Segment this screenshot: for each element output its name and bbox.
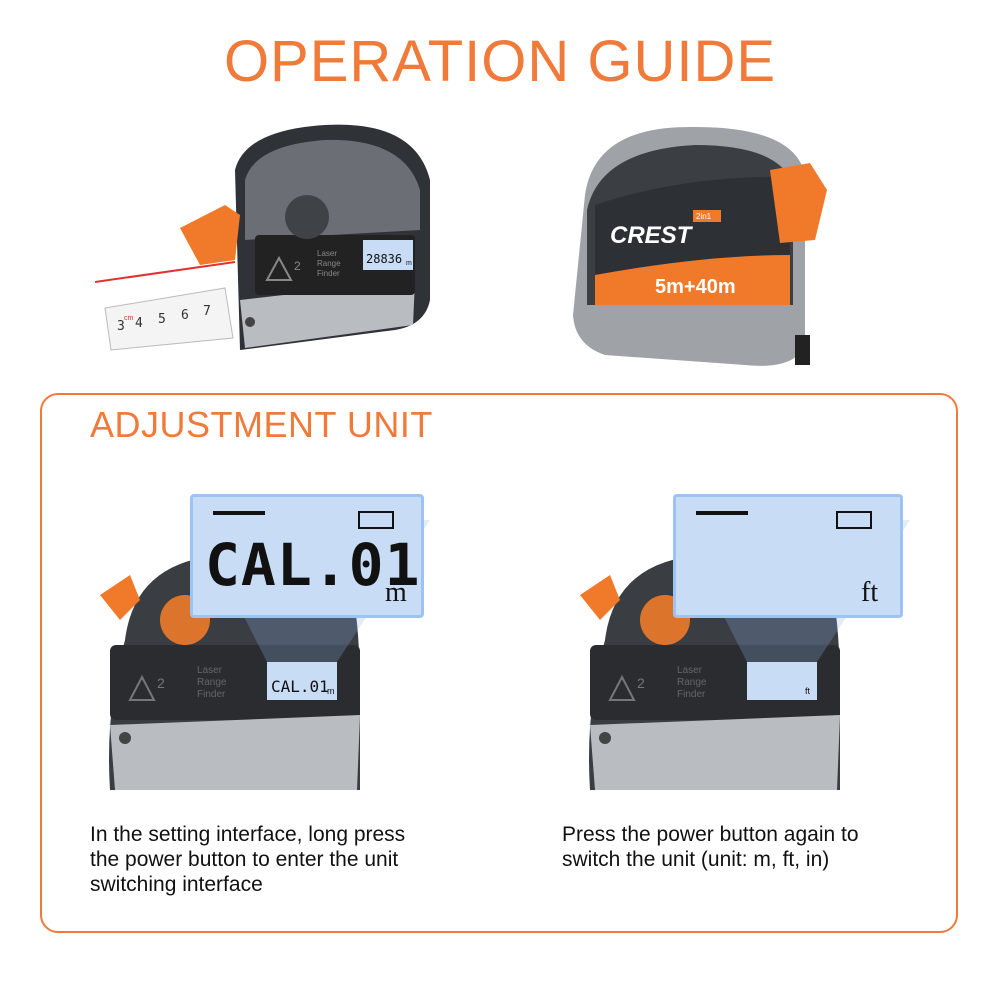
lcd-reading: 28836 xyxy=(366,252,402,266)
step2-lcd-zoom: ft xyxy=(673,494,903,618)
step2-lcd-unit: ft xyxy=(861,577,879,608)
range-spec: 5m+40m xyxy=(655,276,736,298)
caption-line: the power button to enter the unit xyxy=(90,848,399,871)
side-label: Laser xyxy=(677,665,703,676)
device-lcd-main: CAL.01 xyxy=(271,677,329,696)
step2-caption: Press the power button again to switch t… xyxy=(562,822,859,872)
power-button[interactable] xyxy=(180,205,240,265)
caption-line: switching interface xyxy=(90,873,263,896)
tape-number: 6 xyxy=(181,308,189,323)
side-label: Range xyxy=(677,677,707,688)
laser-warning-icon xyxy=(128,674,156,701)
brand-logo: CREST xyxy=(610,222,694,249)
laser-warning-icon xyxy=(265,255,293,281)
battery-icon xyxy=(358,511,394,529)
step1-lcd-zoom: CAL.01 m xyxy=(190,494,424,618)
lock-button[interactable] xyxy=(770,163,827,243)
tape-number: 3 xyxy=(117,319,125,334)
battery-icon xyxy=(836,511,872,529)
screw-icon xyxy=(119,732,131,744)
lcd-unit: m xyxy=(406,260,412,267)
laser-beam xyxy=(95,261,236,283)
section-title: ADJUSTMENT UNIT xyxy=(90,404,433,445)
tape-number: 7 xyxy=(203,304,211,319)
step1-lcd-main: CAL.01 xyxy=(205,531,421,599)
side-label: Finder xyxy=(677,689,706,700)
caption-line: Press the power button again to xyxy=(562,823,859,846)
device-lcd-unit: m xyxy=(327,686,335,696)
arrow-icon xyxy=(213,511,265,515)
model-badge: 2in1 xyxy=(696,212,712,221)
arrow-icon xyxy=(696,511,748,515)
laser-tape-measure-image: 3 4 5 6 7 cm 28836 m 2 Laser Range Finde… xyxy=(95,124,430,351)
side-label: Range xyxy=(197,677,227,688)
screw-icon xyxy=(245,317,255,327)
caption-line: switch the unit (unit: m, ft, in) xyxy=(562,848,830,871)
caption-line: In the setting interface, long press xyxy=(90,823,406,846)
side-label: Laser xyxy=(317,249,337,258)
side-label: Laser xyxy=(197,665,223,676)
adjustment-unit-panel xyxy=(40,393,958,933)
screw-icon xyxy=(599,732,611,744)
side-label: Range xyxy=(317,259,341,268)
laser-warning-icon xyxy=(608,674,636,701)
page-title: OPERATION GUIDE xyxy=(223,29,777,94)
laser-class: 2 xyxy=(294,259,301,273)
tape-number: 5 xyxy=(158,312,166,327)
step1-caption: In the setting interface, long press the… xyxy=(90,822,405,897)
device-lcd xyxy=(267,662,337,700)
tape-number: 4 xyxy=(135,316,143,331)
device-lcd xyxy=(747,662,817,700)
tape-unit: cm xyxy=(124,315,134,322)
crest-tape-measure-image: CREST 2in1 5m+40m xyxy=(573,126,827,366)
side-label: Finder xyxy=(197,689,226,700)
laser-class: 2 xyxy=(157,675,165,691)
side-label: Finder xyxy=(317,269,340,278)
laser-class: 2 xyxy=(637,675,645,691)
step1-lcd-unit: m xyxy=(385,577,407,608)
lcd-screen xyxy=(363,240,413,270)
device-lcd-unit: ft xyxy=(805,686,811,696)
